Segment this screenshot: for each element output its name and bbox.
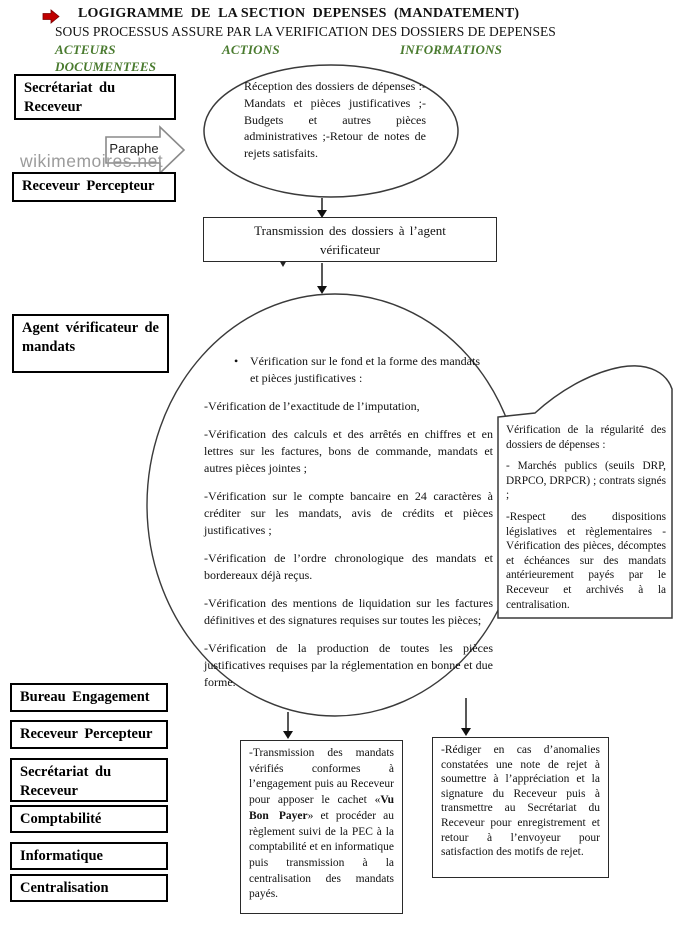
actor-label: Centralisation — [20, 880, 109, 896]
verification-item: -Vérification de l’ordre chronologique d… — [204, 551, 493, 582]
reception-ellipse-text: Réception des dossiers de dépenses :-Man… — [244, 79, 426, 161]
paraphe-arrow-icon — [105, 125, 186, 175]
actor-label: Receveur Percepteur — [20, 726, 153, 742]
rejet-box: -Rédiger en cas d’anomalies constatées u… — [432, 737, 609, 878]
actor-box-receveur-percepteur-top: Receveur Percepteur — [12, 172, 176, 202]
column-label-documentees: DOCUMENTEES — [55, 59, 157, 74]
paiement-text-after: » et procéder au règlement suivi de la P… — [249, 809, 394, 901]
reception-ellipse-shape — [203, 64, 459, 198]
verification-item: -Vérification des calculs et des arrêtés… — [204, 427, 493, 475]
arrowhead-icon — [317, 286, 327, 294]
paiement-text-before: -Transmission des mandats vérifiés confo… — [249, 747, 394, 807]
column-label-acteurs: ACTEURS — [55, 42, 116, 57]
verification-item: -Vérification de la production de toutes… — [204, 641, 493, 689]
actor-box-receveur-percepteur-bottom: Receveur Percepteur — [10, 720, 168, 749]
actor-label: Agent vérificateur de mandats — [22, 320, 159, 355]
actor-box-secretariat-receveur-top: Secrétariat du Receveur — [14, 74, 176, 120]
actor-box-secretariat-receveur-bottom: Secrétariat du Receveur — [10, 758, 168, 802]
transmission-box: Transmission des dossiers à l’agent véri… — [203, 217, 497, 262]
regularite-callout-shape — [497, 365, 673, 619]
actor-label: Receveur Percepteur — [22, 178, 155, 194]
paiement-box: -Transmission des mandats vérifiés confo… — [240, 740, 403, 914]
actor-box-bureau-engagement: Bureau Engagement — [10, 683, 168, 712]
verification-item: -Vérification de l’exactitude de l’imput… — [204, 399, 420, 413]
actor-box-agent-verificateur: Agent vérificateur de mandats — [12, 314, 169, 373]
page-title: LOGIGRAMME DE LA SECTION DEPENSES (MANDA… — [78, 6, 520, 21]
page-subtitle: SOUS PROCESSUS ASSURE PAR LA VERIFICATIO… — [55, 24, 556, 39]
actor-box-informatique: Informatique — [10, 842, 168, 870]
bullet-icon: • — [234, 354, 239, 368]
column-label-actions: ACTIONS — [222, 42, 280, 57]
verification-item: -Vérification sur le compte bancaire en … — [204, 489, 493, 537]
vu-bon-payer-text: Vu Bon Payer — [249, 794, 394, 822]
verification-heading-text: Vérification sur le fond et la forme des… — [250, 354, 480, 385]
actor-box-centralisation: Centralisation — [10, 874, 168, 902]
actor-label: Informatique — [20, 848, 103, 864]
regularite-heading: Vérification de la régularité des dossie… — [506, 424, 666, 451]
rejet-text: -Rédiger en cas d’anomalies constatées u… — [441, 744, 600, 859]
transmission-text: Transmission des dossiers à l’agent véri… — [254, 223, 446, 257]
paraphe-label: Paraphe — [109, 141, 159, 156]
column-label-informations: INFORMATIONS — [400, 42, 503, 57]
actor-label: Secrétariat du Receveur — [24, 80, 116, 115]
title-arrow-icon — [42, 9, 61, 29]
regularite-callout-text: Vérification de la régularité des dossie… — [506, 423, 666, 612]
regularite-item: - Marchés publics (seuils DRP, DRPCO, DR… — [506, 460, 666, 502]
actor-label: Bureau Engagement — [20, 689, 150, 705]
verification-item: -Vérification des mentions de liquidatio… — [204, 596, 493, 627]
actor-label: Comptabilité — [20, 811, 102, 827]
verification-heading: • Vérification sur le fond et la forme d… — [204, 353, 493, 387]
arrowhead-icon — [317, 210, 327, 218]
regularite-item: -Respect des dispositions législatives e… — [506, 510, 666, 611]
actor-label: Secrétariat du Receveur — [20, 764, 112, 799]
arrowhead-icon — [283, 731, 293, 739]
verification-circle-text: • Vérification sur le fond et la forme d… — [204, 353, 493, 691]
actor-box-comptabilite: Comptabilité — [10, 805, 168, 833]
arrowhead-icon — [461, 728, 471, 736]
watermark-text: wikimemoires.net — [20, 151, 164, 171]
